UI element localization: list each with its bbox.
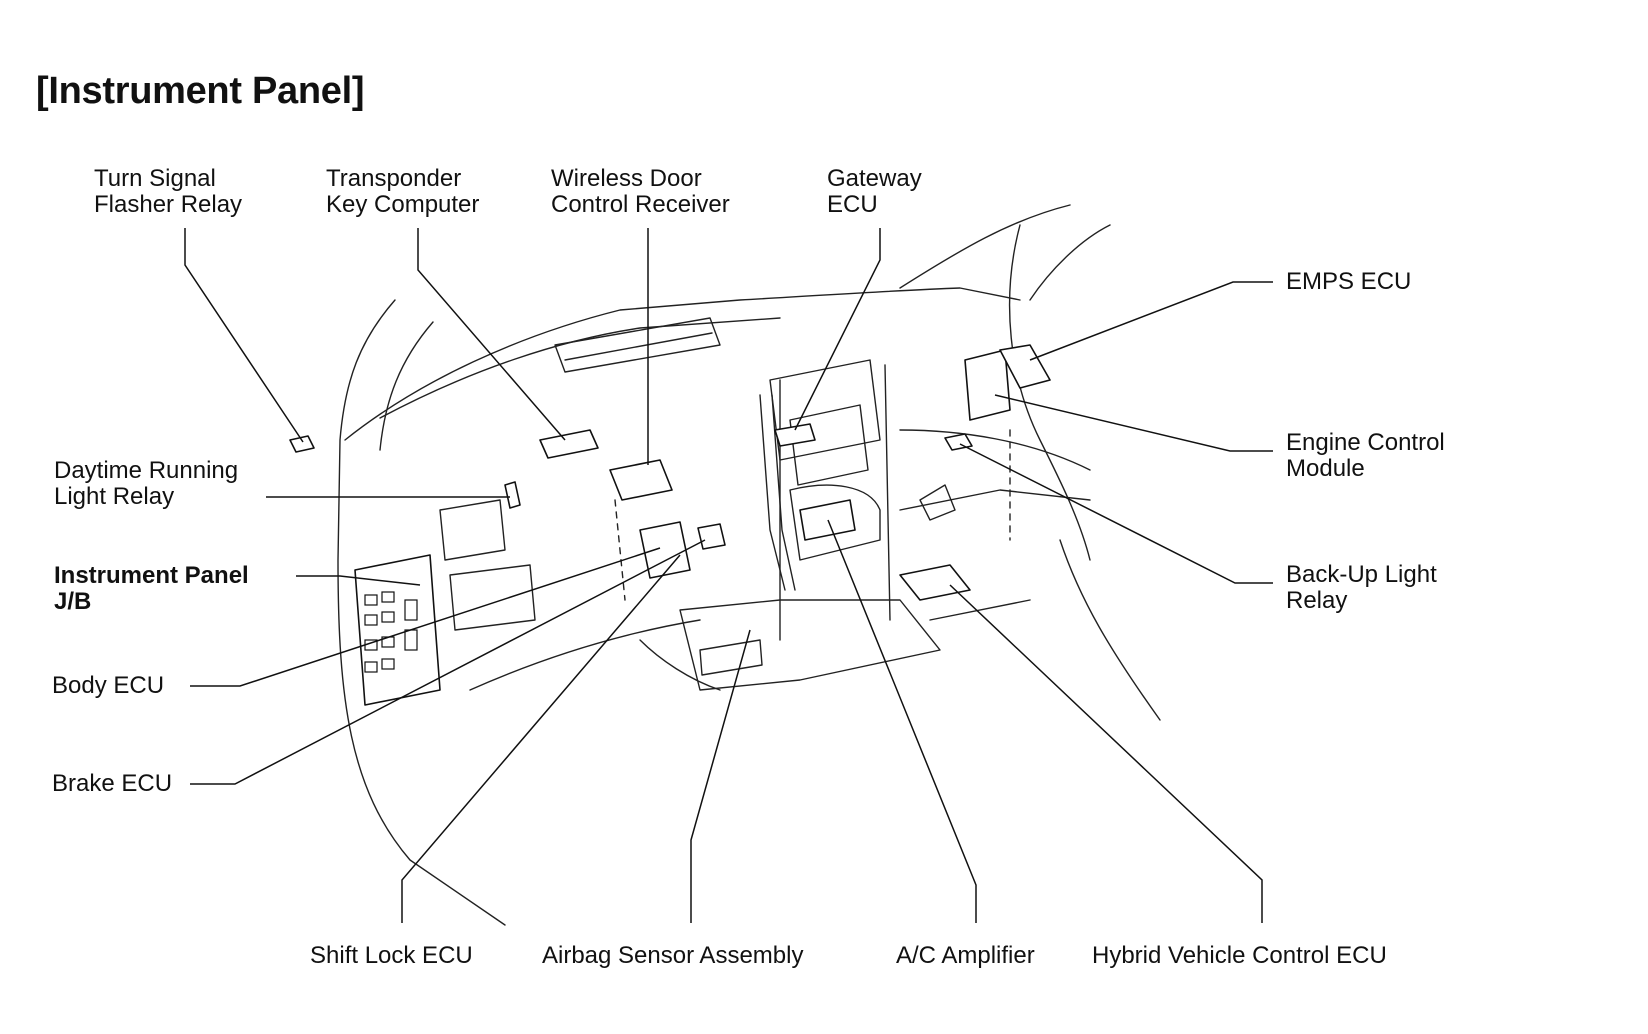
- label-emps-ecu: EMPS ECU: [1286, 268, 1412, 295]
- label-brake-ecu: Brake ECU: [52, 770, 173, 797]
- right-door-line: [1059, 539, 1161, 721]
- label-shift-lock-ecu: Shift Lock ECU: [310, 942, 473, 969]
- transponder-key-computer-part: [539, 429, 599, 459]
- jb-fuses: [364, 591, 418, 673]
- body-ecu-part: [639, 521, 691, 579]
- label-body-ecu: Body ECU: [52, 672, 165, 699]
- hybrid-vehicle-control-ecu-part: [899, 564, 971, 601]
- daytime-running-light-relay-part: [504, 481, 521, 509]
- instrument-panel-jb-part: [354, 554, 441, 706]
- wireless-door-receiver-part: [609, 459, 673, 501]
- page-title: [Instrument Panel]: [36, 70, 365, 112]
- door-outline: [337, 299, 506, 926]
- ac-amplifier-part: [799, 499, 856, 541]
- leader-lines: [184, 228, 1273, 923]
- dashboard-top: [344, 287, 1021, 441]
- label-hybrid-vehicle-control-ecu: Hybrid Vehicle Control ECU: [1092, 942, 1387, 969]
- shift-lock-ecu-part: [697, 523, 726, 550]
- center-console: [679, 599, 941, 691]
- label-ac-amplifier: A/C Amplifier: [896, 942, 1035, 969]
- engine-control-module-part: [964, 349, 1011, 421]
- label-airbag-sensor-assembly: Airbag Sensor Assembly: [542, 942, 804, 969]
- emps-ecu-part: [999, 344, 1051, 389]
- turn-signal-flasher-relay-part: [289, 435, 315, 453]
- gateway-ecu-part: [774, 423, 816, 447]
- instrument-display: [554, 317, 721, 373]
